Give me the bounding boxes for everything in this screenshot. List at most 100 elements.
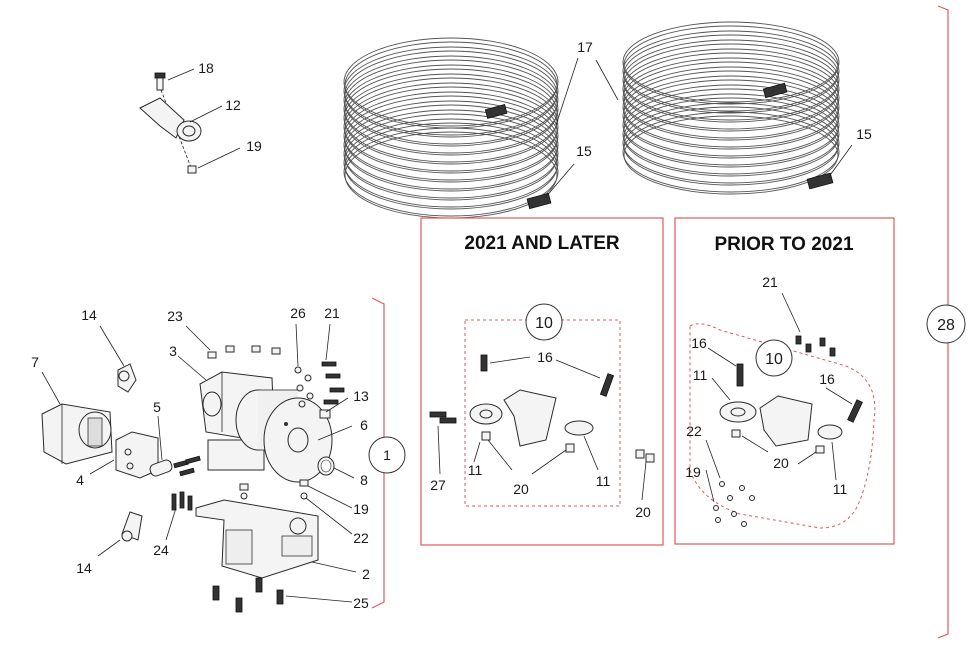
svg-text:20: 20: [513, 481, 529, 497]
small-nuts-19-22: [239, 479, 309, 500]
hose-loop-inner: [344, 131, 558, 219]
pulley-kit-prior: [713, 335, 863, 527]
elbow-fitting-14-top: [117, 363, 137, 393]
part-number-labels: 18 12 19 17 15 15 14 7 23 3 26 21 13 6 5…: [31, 39, 872, 611]
bolts-25: [212, 577, 284, 613]
hose-loop: [622, 75, 840, 157]
hose-loop: [343, 55, 559, 145]
hose-loop: [343, 37, 559, 127]
svg-text:18: 18: [198, 60, 214, 76]
hose-loop: [622, 39, 840, 121]
hose-loop-inner: [344, 77, 558, 165]
hose-loop: [622, 48, 840, 130]
bolts-24: [171, 491, 193, 511]
straight-fitting: [149, 459, 173, 477]
hose-coil-right: [622, 21, 840, 195]
svg-text:10: 10: [765, 351, 783, 368]
hose-loop: [622, 93, 840, 175]
svg-text:15: 15: [856, 126, 872, 142]
svg-text:19: 19: [353, 501, 369, 517]
svg-text:20: 20: [635, 504, 651, 520]
svg-text:16: 16: [537, 349, 553, 365]
svg-text:25: 25: [353, 595, 369, 611]
hose-loop-inner: [623, 79, 839, 159]
pulley-kit-later: [429, 354, 655, 463]
hose-coil-left: [343, 37, 559, 219]
panel-prior-to-2021: [674, 217, 895, 545]
callout-circle-10-later: 10: [525, 303, 563, 341]
svg-text:22: 22: [686, 423, 702, 439]
hose-fitting-left-top: [484, 104, 508, 119]
panel-title-prior: PRIOR TO 2021: [714, 234, 853, 255]
hose-loop: [343, 46, 559, 136]
svg-text:21: 21: [762, 274, 778, 290]
svg-text:19: 19: [685, 464, 701, 480]
svg-text:2: 2: [362, 566, 370, 582]
svg-text:22: 22: [353, 530, 369, 546]
svg-text:26: 26: [290, 305, 306, 321]
hydraulic-pump: [41, 403, 113, 465]
svg-text:21: 21: [324, 305, 340, 321]
hose-loop-inner: [623, 97, 839, 177]
mounting-plate: [195, 499, 319, 579]
svg-text:24: 24: [153, 542, 169, 558]
svg-text:19: 19: [246, 138, 262, 154]
hose-loop-inner: [623, 61, 839, 141]
hose-loop: [343, 91, 559, 181]
hose-loop: [622, 30, 840, 112]
hose-fitting-left-bottom: [526, 192, 552, 210]
svg-text:4: 4: [76, 472, 84, 488]
nut-13: [319, 409, 331, 419]
svg-text:11: 11: [833, 481, 848, 497]
svg-text:3: 3: [169, 343, 177, 359]
hose-loop-inner: [344, 68, 558, 156]
svg-text:15: 15: [576, 143, 592, 159]
hose-loop: [622, 57, 840, 139]
seal-ring-8: [317, 456, 335, 476]
elbow-fitting-assembly: [139, 72, 202, 174]
hose-loop-inner: [344, 59, 558, 147]
svg-text:20: 20: [773, 455, 789, 471]
hose-loop: [343, 127, 559, 217]
svg-text:11: 11: [596, 473, 611, 489]
kit-10-outline-later: [464, 319, 621, 507]
cap-screws-5: [173, 455, 201, 477]
svg-text:27: 27: [430, 477, 446, 493]
svg-text:7: 7: [31, 354, 39, 370]
svg-text:14: 14: [81, 307, 97, 323]
svg-text:11: 11: [468, 462, 483, 478]
hose-loop-inner: [623, 34, 839, 114]
panel-2021-and-later: [420, 217, 664, 546]
panel-title-later: 2021 AND LATER: [464, 233, 619, 254]
hose-fitting-right-bottom: [806, 172, 834, 190]
hose-loop-inner: [344, 104, 558, 192]
svg-text:8: 8: [360, 472, 368, 488]
callout-circle-1: 1: [368, 436, 406, 474]
hose-loop-inner: [623, 106, 839, 186]
hose-loop: [622, 102, 840, 184]
svg-text:28: 28: [937, 317, 955, 334]
hose-loop: [622, 21, 840, 103]
callout-circle-10-prior: 10: [755, 339, 793, 377]
svg-text:17: 17: [577, 39, 593, 55]
bolts-21: [321, 361, 345, 405]
hose-loop-inner: [623, 88, 839, 168]
leader-lines: [41, 57, 853, 603]
hose-loop-inner: [344, 95, 558, 183]
svg-text:16: 16: [691, 335, 707, 351]
hose-loop-inner: [344, 113, 558, 201]
hose-loop: [343, 118, 559, 208]
hose-loop-inner: [623, 70, 839, 150]
hose-loop-inner: [623, 52, 839, 132]
svg-text:6: 6: [360, 417, 368, 433]
svg-text:23: 23: [167, 308, 183, 324]
hose-loop-inner: [344, 50, 558, 138]
svg-text:11: 11: [693, 367, 708, 383]
hose-loop-inner: [623, 115, 839, 195]
hose-loop: [622, 111, 840, 193]
hose-loop-inner: [344, 86, 558, 174]
hose-loop: [343, 82, 559, 172]
svg-text:10: 10: [535, 315, 553, 332]
hose-loop-inner: [623, 25, 839, 105]
